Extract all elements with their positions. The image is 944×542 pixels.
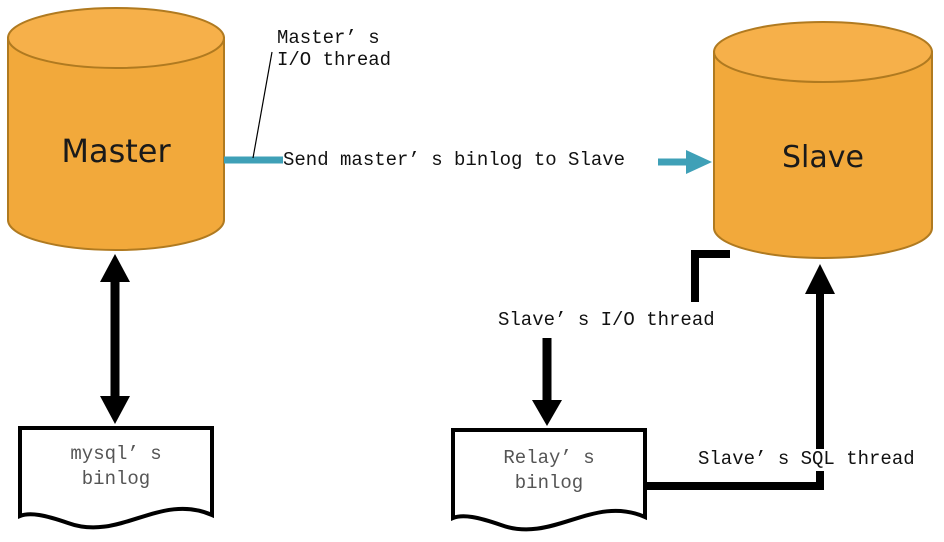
send-arrow-head [686,150,712,174]
master-binlog-label: mysql’ s binlog [20,442,212,491]
master-binlog-document [18,426,214,530]
master-binlog-double-arrow [100,254,130,424]
relay-binlog-label-line2: binlog [514,471,584,494]
master-label: Master [61,132,171,170]
send-binlog-label: Send master’ s binlog to Slave [283,149,626,172]
master-io-label-line1: Master’ s [277,27,380,49]
slave-sql-arrow [646,264,835,490]
slave-io-label: Slave’ s I/O thread [498,309,715,332]
slave-io-bracket [691,250,730,302]
master-binlog-label-line2: binlog [81,467,151,490]
master-io-label-line2: I/O thread [277,48,392,71]
relay-binlog-document [451,428,647,532]
slave-cylinder [713,21,933,259]
master-io-label: Master’ s I/O thread [277,27,392,72]
relay-binlog-label: Relay’ s binlog [453,446,645,495]
master-io-leader-line [252,51,273,159]
master-cylinder [7,7,225,251]
relay-binlog-label-line1: Relay’ s [503,447,595,469]
master-binlog-label-line1: mysql’ s [70,443,162,465]
slave-sql-label: Slave’ s SQL thread [698,448,917,471]
slave-io-down-arrow [532,338,562,426]
slave-label: Slave [782,140,864,175]
